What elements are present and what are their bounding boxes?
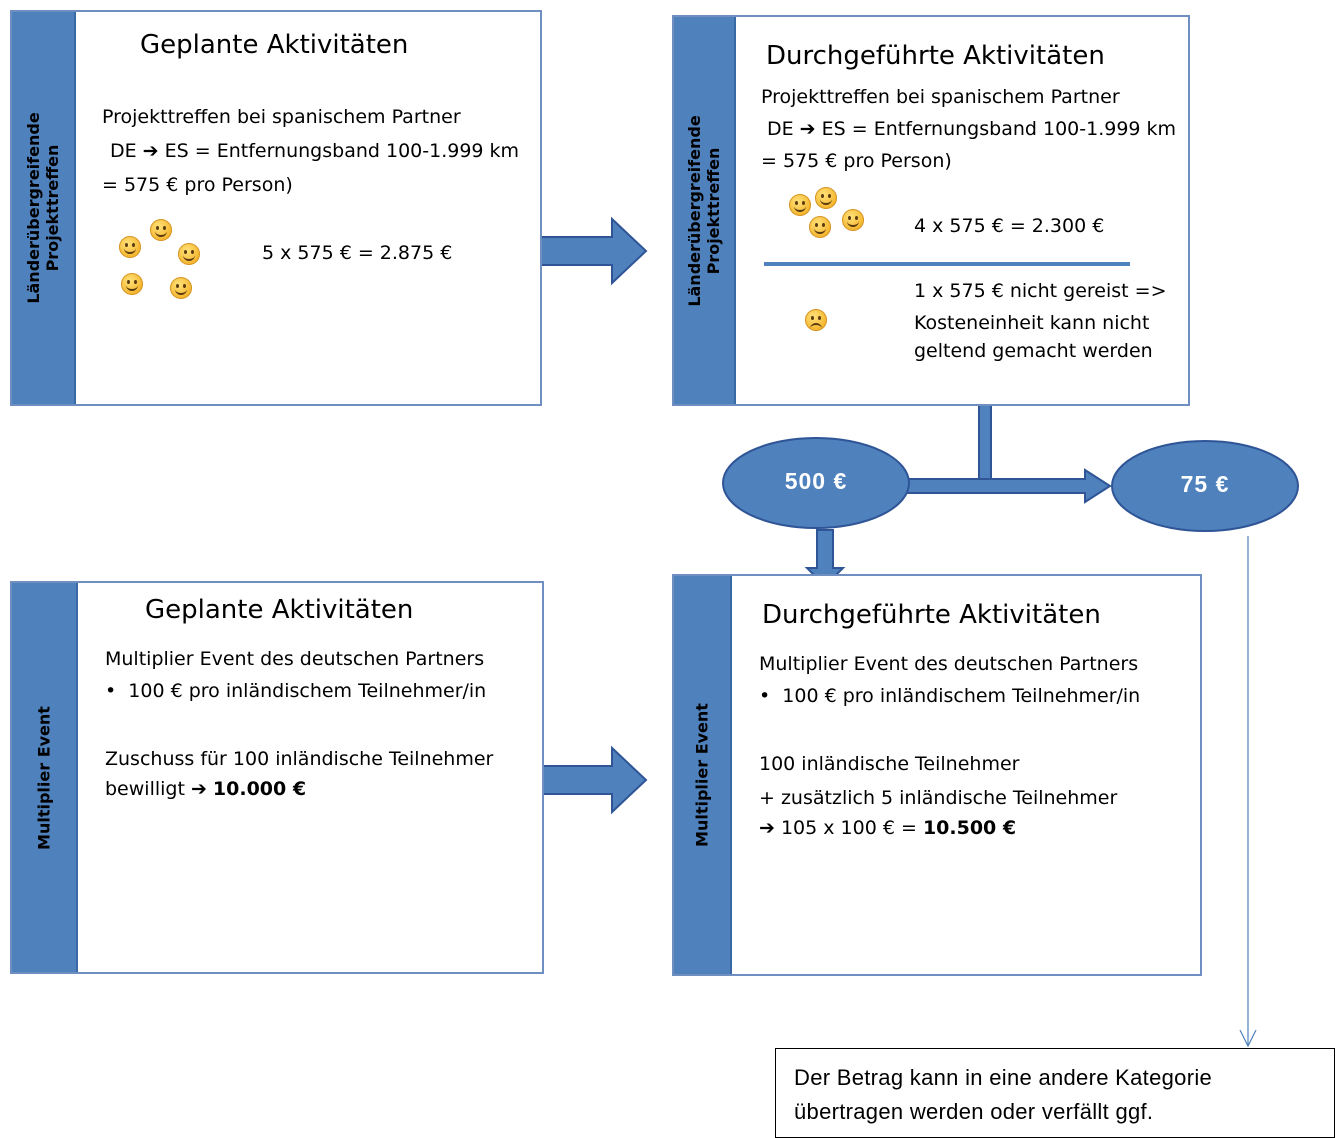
box-done-meeting: Länderübergreifende Projekttreffen Durch… xyxy=(672,15,1190,406)
box-title: Geplante Aktivitäten xyxy=(145,595,414,625)
smiley-icon xyxy=(789,194,811,216)
text-line: Multiplier Event des deutschen Partners xyxy=(105,648,485,670)
bullet-line: • 100 € pro inländischem Teilnehmer/in xyxy=(105,680,487,702)
side-label: Multiplier Event xyxy=(692,703,712,847)
smiley-icon xyxy=(842,209,864,231)
text-line: bewilligt ➔ 10.000 € xyxy=(105,778,307,800)
oval-75-label: 75 € xyxy=(1180,471,1230,497)
box-title: Durchgeführte Aktivitäten xyxy=(766,41,1105,71)
oval-500 xyxy=(722,437,910,529)
text-line: + zusätzlich 5 inländische Teilnehmer xyxy=(759,787,1118,809)
smiley-icon xyxy=(809,216,831,238)
arrow-to-75-oval xyxy=(904,468,1112,504)
side-label-bar: Länderübergreifende Projekttreffen xyxy=(12,12,76,404)
box-planned-multiplier: Multiplier Event Geplante Aktivitäten Mu… xyxy=(10,581,544,974)
arrow-planned-to-done-bottom xyxy=(540,745,648,815)
calc-text: 5 x 575 € = 2.875 € xyxy=(262,242,453,264)
side-label-bar: Länderübergreifende Projekttreffen xyxy=(674,17,736,404)
note-line: übertragen werden oder verfällt ggf. xyxy=(794,1099,1154,1124)
smiley-icon xyxy=(815,187,837,209)
text-line: Kosteneinheit kann nicht xyxy=(914,312,1150,334)
text-line: Projekttreffen bei spanischem Partner xyxy=(102,106,461,128)
connector-vertical xyxy=(978,404,992,484)
note-line: Der Betrag kann in eine andere Kategorie xyxy=(794,1065,1213,1090)
divider xyxy=(764,262,1130,266)
calc-text: 4 x 575 € = 2.300 € xyxy=(914,215,1105,237)
thin-arrowhead xyxy=(1239,1029,1257,1048)
bullet-line: • 100 € pro inländischem Teilnehmer/in xyxy=(759,685,1141,707)
text-line: 1 x 575 € nicht gereist => xyxy=(914,280,1167,302)
smiley-icon xyxy=(119,236,141,258)
box-title: Geplante Aktivitäten xyxy=(140,30,409,60)
side-label-bar: Multiplier Event xyxy=(12,583,78,972)
text-line: Projekttreffen bei spanischem Partner xyxy=(761,86,1120,108)
text-line: = 575 € pro Person) xyxy=(761,150,952,172)
arrow-planned-to-done-top xyxy=(540,216,648,286)
text-line: Zuschuss für 100 inländische Teilnehmer xyxy=(105,748,494,770)
text-line: geltend gemacht werden xyxy=(914,340,1153,362)
text-line: 100 inländische Teilnehmer xyxy=(759,753,1020,775)
smiley-icon xyxy=(178,243,200,265)
smiley-icon xyxy=(170,277,192,299)
side-label-bar: Multiplier Event xyxy=(674,576,732,974)
oval-75 xyxy=(1111,440,1299,532)
text-line: = 575 € pro Person) xyxy=(102,174,293,196)
text-line: Multiplier Event des deutschen Partners xyxy=(759,653,1139,675)
oval-500-label: 500 € xyxy=(784,468,848,494)
box-planned-meeting: Länderübergreifende Projekttreffen Gepla… xyxy=(10,10,542,406)
text-line: DE ➔ ES = Entfernungsband 100-1.999 km xyxy=(110,140,520,162)
sad-face-icon xyxy=(805,309,827,331)
box-done-multiplier: Multiplier Event Durchgeführte Aktivität… xyxy=(672,574,1202,976)
side-label: Multiplier Event xyxy=(34,705,54,850)
box-title: Durchgeführte Aktivitäten xyxy=(762,600,1101,630)
note-box: Der Betrag kann in eine andere Kategorie… xyxy=(775,1048,1335,1138)
smiley-icon xyxy=(150,219,172,241)
side-label: Länderübergreifende Projekttreffen xyxy=(24,112,62,304)
smiley-icon xyxy=(121,273,143,295)
side-label: Länderübergreifende Projekttreffen xyxy=(685,114,723,307)
text-line: ➔ 105 x 100 € = 10.500 € xyxy=(759,817,1017,839)
text-line: DE ➔ ES = Entfernungsband 100-1.999 km xyxy=(767,118,1177,140)
